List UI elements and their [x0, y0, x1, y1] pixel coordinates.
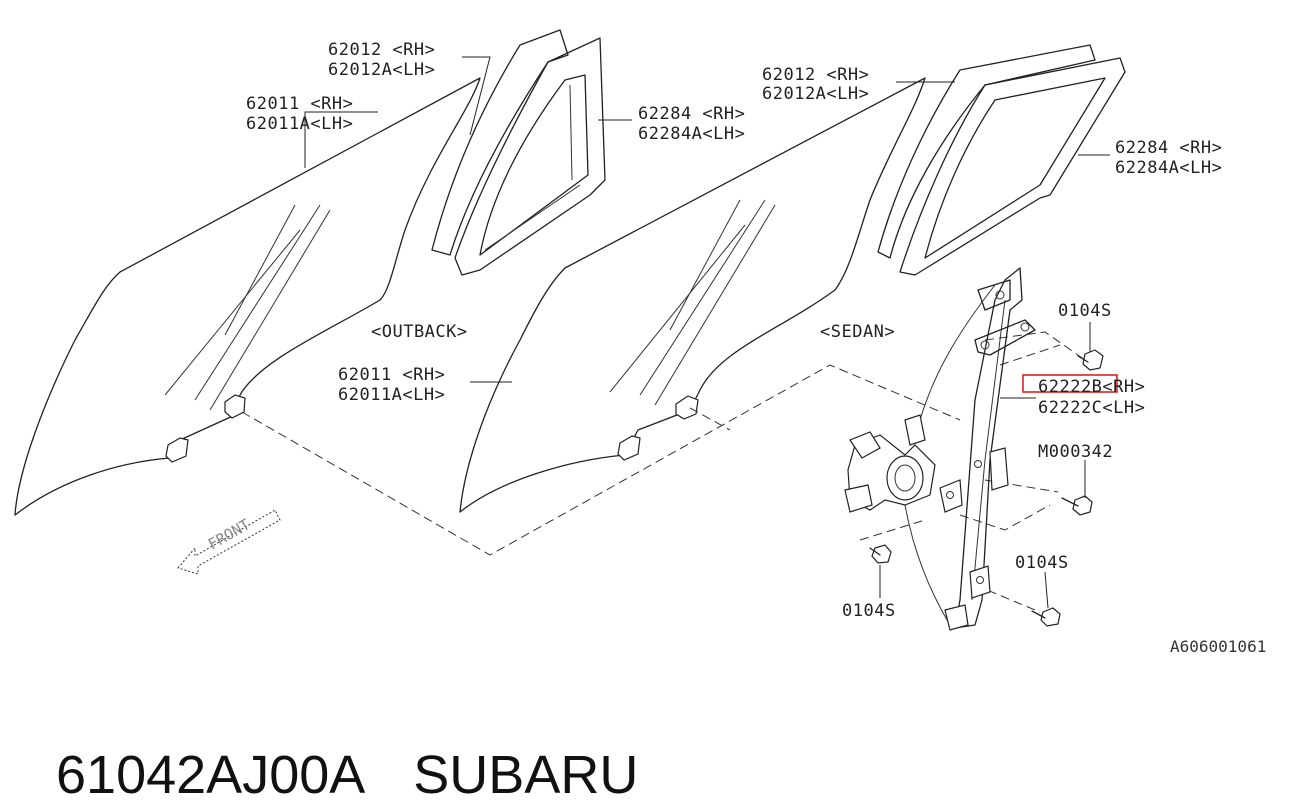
sedan-sash-label-lh: 62284A<LH> [1115, 158, 1222, 178]
sedan-sash-label-rh: 62284 <RH> [1115, 138, 1222, 158]
outback-caption: <OUTBACK> [371, 322, 468, 342]
outback-door-glass [14, 77, 481, 516]
highlighted-part-box [1022, 374, 1118, 393]
outback-sash-channel [431, 29, 606, 276]
bolt-0104s-bottom [869, 544, 892, 564]
window-regulator [844, 267, 1036, 631]
outback-glass-label-lh: 62011A<LH> [246, 114, 353, 134]
bolt-0104s-right [1031, 607, 1061, 627]
outback-sash-label-rh: 62284 <RH> [638, 104, 745, 124]
footer: 61042AJ00A SUBARU [26, 682, 686, 806]
footer-part-number: 61042AJ00A [56, 745, 366, 805]
footer-brand: SUBARU [413, 745, 639, 805]
outback-frame-label-rh: 62012 <RH> [328, 40, 435, 60]
outback-frame-label-lh: 62012A<LH> [328, 60, 435, 80]
diagram-code: A606001061 [1170, 637, 1266, 656]
bolt-right-label: 0104S [1015, 553, 1069, 573]
front-marker-label: FRONT [205, 515, 253, 553]
bolt-mid-label: M000342 [1038, 442, 1113, 462]
front-direction-arrow: FRONT [177, 509, 281, 575]
leader-lines [304, 56, 1110, 609]
sedan-frame-label-rh: 62012 <RH> [762, 65, 869, 85]
sedan-sash-channel [877, 44, 1126, 276]
sedan-caption: <SEDAN> [820, 322, 895, 342]
outback-sash-label-lh: 62284A<LH> [638, 124, 745, 144]
bolt-m000342 [1061, 495, 1093, 516]
regulator-label-lh: 62222C<LH> [1038, 398, 1145, 418]
sedan-door-glass [459, 77, 926, 513]
sedan-frame-label-lh: 62012A<LH> [762, 84, 869, 104]
bolt-top-label: 0104S [1058, 301, 1112, 321]
outback-glass-label-rh: 62011 <RH> [246, 94, 353, 114]
regulator-motor [844, 414, 936, 513]
sedan-glass-label-rh: 62011 <RH> [338, 365, 445, 385]
sedan-glass-label-lh: 62011A<LH> [338, 385, 445, 405]
bolt-bottom-label: 0104S [842, 601, 896, 621]
parts-diagram: FRONT 62012 <RH> 62012A<LH> 62011 <RH> 6… [14, 29, 1266, 656]
assembly-guide-lines [241, 331, 1086, 613]
regulator-label-rh: 62222B<RH> [1038, 377, 1145, 397]
bolt-0104s-top [1077, 349, 1104, 371]
